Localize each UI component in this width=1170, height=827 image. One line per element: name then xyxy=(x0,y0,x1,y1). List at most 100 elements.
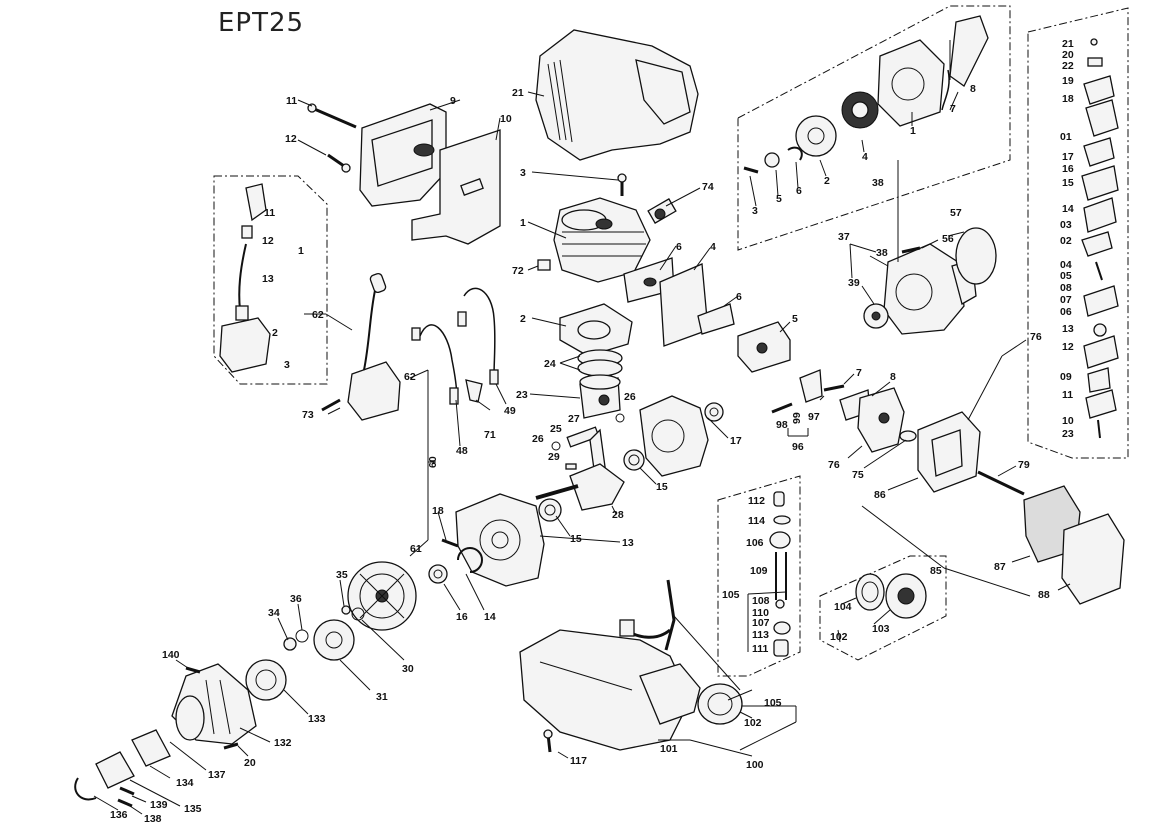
starter-pulley-1 xyxy=(877,39,945,127)
label-c09: 09 xyxy=(1060,371,1072,383)
label-61: 61 xyxy=(410,543,422,555)
fuel-pickup-parts xyxy=(769,491,791,657)
wire-clip-71 xyxy=(465,379,483,403)
piston-23 xyxy=(579,374,621,419)
clip-136 xyxy=(74,777,97,801)
label-c16: 16 xyxy=(1062,163,1074,175)
label-35: 35 xyxy=(336,569,348,581)
ignition-group-box xyxy=(213,175,328,385)
plug-boot-11 xyxy=(245,183,267,222)
starter-pulley-39 xyxy=(863,303,889,329)
gasket-6b xyxy=(697,303,735,335)
label-110: 110 xyxy=(752,607,769,619)
label-18: 18 xyxy=(432,505,444,517)
heat-shield-10 xyxy=(411,129,501,245)
label-10: 10 xyxy=(500,113,512,125)
label-74: 74 xyxy=(702,181,714,193)
label-11: 11 xyxy=(286,95,297,107)
label-group-11: 11 xyxy=(264,207,275,219)
starter-handle-8 xyxy=(949,15,989,87)
label-c06: 06 xyxy=(1060,306,1072,318)
label-31: 31 xyxy=(376,691,388,703)
label-c22: 22 xyxy=(1062,60,1074,72)
label-c10: 10 xyxy=(1062,415,1074,427)
oil-seal-16 xyxy=(428,564,448,584)
label-starter-7: 7 xyxy=(950,103,956,115)
starter-cover-57 xyxy=(955,227,997,285)
label-24: 24 xyxy=(544,358,556,370)
label-c17: 17 xyxy=(1062,151,1074,163)
carburetor-76 xyxy=(857,387,905,453)
label-group-12: 12 xyxy=(262,235,274,247)
label-73: 73 xyxy=(302,409,314,421)
label-109: 109 xyxy=(750,565,768,577)
cylinder-1 xyxy=(553,197,651,283)
label-26b: 26 xyxy=(532,433,544,445)
diagram-title: EPT25 xyxy=(218,8,305,38)
coil-unit-2 xyxy=(219,305,271,373)
label-c21: 21 xyxy=(1062,38,1074,50)
bushing-72 xyxy=(537,259,551,271)
label-72: 72 xyxy=(512,265,524,277)
label-27: 27 xyxy=(568,413,580,425)
label-99: 99 xyxy=(791,412,803,424)
air-filter-base-86 xyxy=(917,411,981,493)
cap-103 xyxy=(885,573,927,619)
label-group-3: 3 xyxy=(284,359,290,371)
fuel-tank-101 xyxy=(519,629,701,751)
recoil-spring-4 xyxy=(841,91,879,129)
label-21: 21 xyxy=(512,87,524,99)
flywheel-61 xyxy=(347,561,417,631)
label-133: 133 xyxy=(308,713,326,725)
label-135: 135 xyxy=(184,803,202,815)
label-starter-5: 5 xyxy=(776,193,782,205)
label-c13: 13 xyxy=(1062,323,1074,335)
label-14: 14 xyxy=(484,611,496,623)
oil-seal-17 xyxy=(704,402,724,422)
label-4: 4 xyxy=(710,241,716,253)
label-c15: 15 xyxy=(1062,177,1074,189)
label-108: 108 xyxy=(752,595,770,607)
clutch-shoe-31 xyxy=(313,619,355,661)
label-136: 136 xyxy=(110,809,128,821)
wrist-pin-25 xyxy=(566,426,600,448)
label-c03: 03 xyxy=(1060,219,1072,231)
label-76b: 76 xyxy=(1030,331,1042,343)
label-starter-4: 4 xyxy=(862,151,868,163)
muffler-bolt-11 xyxy=(307,103,357,129)
label-97: 97 xyxy=(808,411,820,423)
nut-35 xyxy=(341,605,351,615)
label-101: 101 xyxy=(660,743,678,755)
fuel-cap-group-box xyxy=(819,555,947,661)
label-c23: 23 xyxy=(1062,428,1074,440)
clutch-housing-132 xyxy=(171,663,257,745)
hv-lead-13 xyxy=(238,243,247,311)
part-number-labels: 11 9 12 10 21 3 74 1 6 4 72 2 24 23 27 2… xyxy=(110,38,1074,825)
clutch-drum-133 xyxy=(245,659,287,701)
label-c20: 20 xyxy=(1062,49,1074,61)
retaining-ring-14 xyxy=(457,547,483,573)
label-98: 98 xyxy=(776,419,788,431)
label-c04: 04 xyxy=(1060,259,1072,271)
leader-lines xyxy=(93,40,1071,815)
washer-36 xyxy=(295,629,309,643)
label-starter-6: 6 xyxy=(796,185,802,197)
label-c07: 07 xyxy=(1060,294,1072,306)
label-34: 34 xyxy=(268,607,280,619)
starter-screw-3 xyxy=(743,166,759,174)
carb-kit-parts xyxy=(1081,38,1119,439)
label-76: 76 xyxy=(828,459,840,471)
screw-18 xyxy=(441,538,459,548)
screw-139 xyxy=(119,786,135,796)
label-62: 62 xyxy=(312,309,324,321)
label-c02: 02 xyxy=(1060,235,1072,247)
ignition-coil-62 xyxy=(347,272,401,421)
intake-spacer-5 xyxy=(737,321,791,373)
label-30: 30 xyxy=(402,663,414,675)
starter-group-box xyxy=(737,5,1011,251)
cylinder-screw-3 xyxy=(617,173,627,196)
starter-spring-6 xyxy=(787,146,803,161)
fuel-cap-102 xyxy=(697,683,743,725)
screw-98 xyxy=(771,402,793,414)
washer-30 xyxy=(351,607,365,621)
